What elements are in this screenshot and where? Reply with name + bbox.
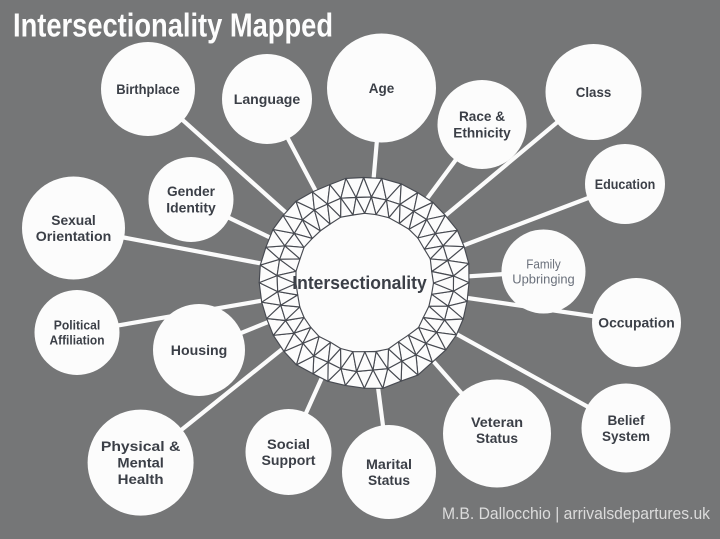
svg-text:Identity: Identity	[166, 200, 216, 216]
svg-text:Affiliation: Affiliation	[50, 333, 105, 348]
svg-text:Birthplace: Birthplace	[116, 81, 180, 97]
svg-text:Status: Status	[368, 472, 410, 488]
svg-text:Physical &: Physical &	[101, 438, 181, 454]
svg-text:Mental: Mental	[117, 455, 164, 471]
svg-text:Status: Status	[476, 430, 518, 446]
svg-text:Veteran: Veteran	[471, 414, 523, 430]
svg-text:Social: Social	[267, 436, 310, 452]
svg-text:Ethnicity: Ethnicity	[453, 125, 511, 141]
svg-text:Marital: Marital	[366, 456, 412, 472]
svg-text:Family: Family	[526, 257, 561, 272]
svg-text:M.B. Dallocchio | arrivalsdepa: M.B. Dallocchio | arrivalsdepartures.uk	[442, 504, 710, 523]
svg-text:Age: Age	[369, 80, 395, 96]
svg-text:Housing: Housing	[171, 342, 228, 358]
svg-text:Intersectionality Mapped: Intersectionality Mapped	[13, 7, 333, 44]
svg-text:Intersectionality: Intersectionality	[292, 273, 427, 293]
svg-text:Class: Class	[576, 84, 612, 100]
svg-text:Gender: Gender	[167, 183, 216, 199]
svg-text:Health: Health	[118, 471, 164, 487]
svg-text:Occupation: Occupation	[598, 314, 675, 330]
svg-text:Orientation: Orientation	[36, 228, 112, 244]
svg-text:Support: Support	[262, 452, 316, 468]
svg-text:Language: Language	[234, 91, 301, 107]
svg-text:System: System	[602, 428, 650, 444]
svg-text:Political: Political	[54, 317, 101, 332]
svg-text:Belief: Belief	[608, 412, 645, 428]
svg-text:Education: Education	[595, 176, 656, 192]
svg-text:Race &: Race &	[459, 108, 505, 124]
svg-text:Sexual: Sexual	[51, 212, 96, 228]
svg-text:Upbringing: Upbringing	[512, 272, 575, 287]
